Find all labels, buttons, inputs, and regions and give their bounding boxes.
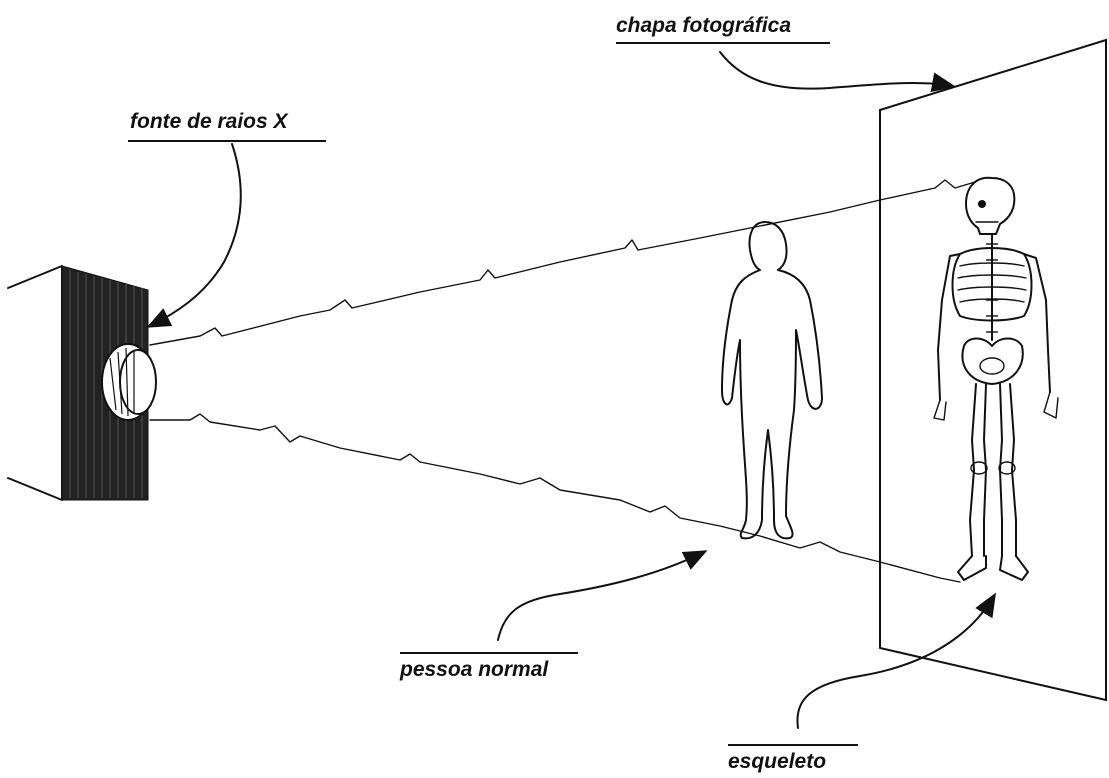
xray-beam-upper (150, 180, 975, 345)
label-skeleton: esqueleto (728, 750, 826, 774)
arrow-plate (720, 52, 952, 89)
label-person: pessoa normal (400, 658, 548, 682)
arrow-skeleton (797, 596, 994, 728)
skeleton-figure (934, 178, 1058, 580)
overline-person (400, 652, 578, 654)
arrow-person (498, 552, 704, 640)
xray-emitter (102, 344, 156, 420)
label-source: fonte de raios X (130, 110, 288, 134)
underline-source (128, 140, 326, 142)
label-plate: chapa fotográfica (616, 14, 791, 38)
normal-person-silhouette (722, 222, 822, 538)
overline-skeleton (728, 744, 858, 746)
arrow-source (150, 144, 241, 326)
underline-plate (616, 42, 830, 44)
xray-beam-lower (150, 414, 960, 582)
photographic-plate (880, 40, 1106, 700)
